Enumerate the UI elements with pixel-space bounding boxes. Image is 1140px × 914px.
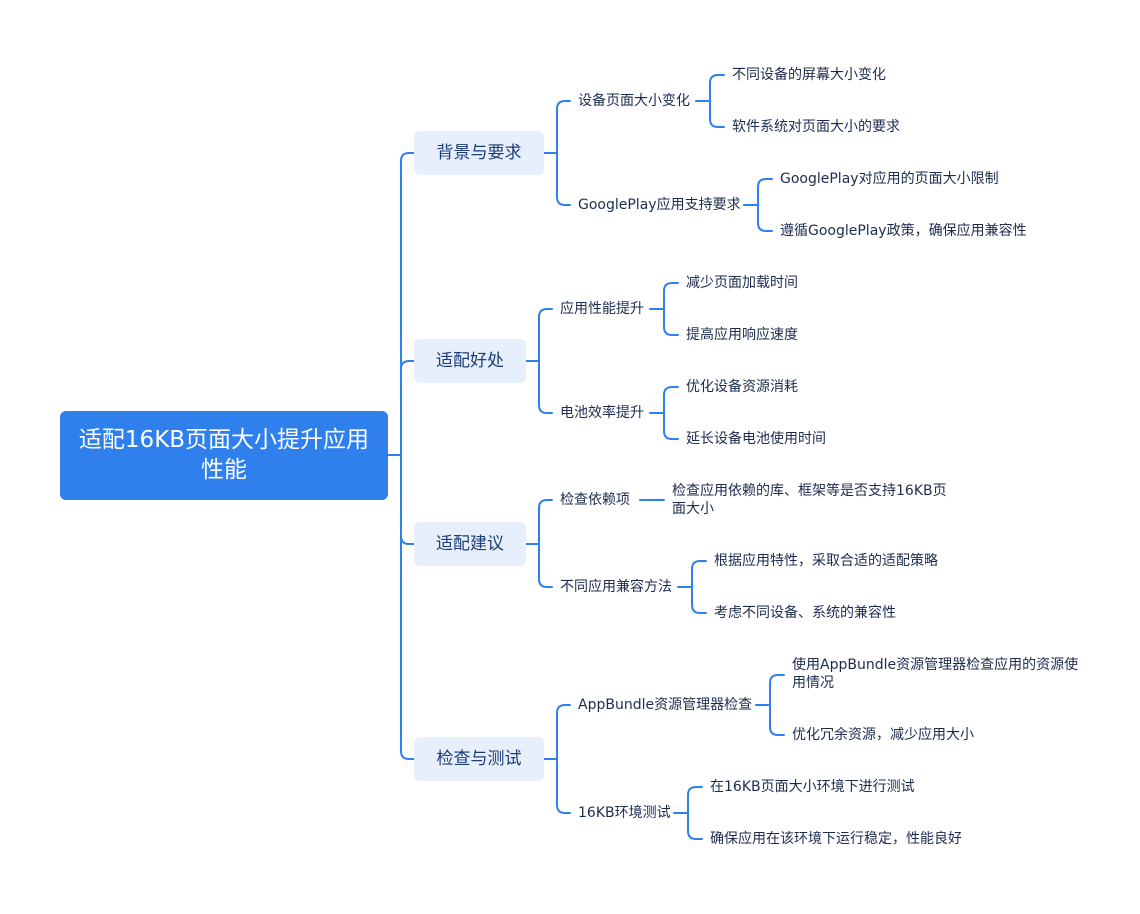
branch-benefits[interactable]: 适配好处	[414, 339, 526, 383]
topic1b-connector-edge-0	[757, 178, 773, 206]
branch-suggestions[interactable]: 适配建议	[414, 522, 526, 566]
leaf-screen-size[interactable]: 不同设备的屏幕大小变化	[732, 67, 886, 83]
leaf-adapt-strategy[interactable]: 根据应用特性，采取合适的适配策略	[714, 553, 938, 569]
leaf-device-compat[interactable]: 考虑不同设备、系统的兼容性	[714, 605, 896, 621]
leaf-system-page-size[interactable]: 软件系统对页面大小的要求	[732, 119, 900, 135]
leaf-16kb-env-test[interactable]: 在16KB页面大小环境下进行测试	[710, 779, 915, 795]
branch-background[interactable]: 背景与要求	[414, 131, 544, 175]
branch-testing[interactable]: 检查与测试	[414, 737, 544, 781]
leaf-stable-run[interactable]: 确保应用在该环境下运行稳定，性能良好	[710, 831, 962, 847]
topic1a-connector-edge-0	[709, 74, 725, 102]
topic4b-connector-edge-1	[687, 812, 703, 840]
leaf-appbundle-check[interactable]: 使用AppBundle资源管理器检查应用的资源使用情况	[792, 657, 1079, 691]
topic2a-connector-edge-1	[663, 308, 679, 336]
topic3b-connector-edge-1	[691, 586, 707, 614]
branch1-connector-edge-1	[556, 152, 571, 206]
topic-device-page-size[interactable]: 设备页面大小变化	[578, 93, 690, 109]
root-connector-edge-2	[400, 454, 415, 545]
leaf-load-time[interactable]: 减少页面加载时间	[686, 275, 798, 291]
branch3-connector-edge-1	[538, 543, 553, 588]
root-connector-edge-1	[400, 360, 415, 456]
topic-compat-methods[interactable]: 不同应用兼容方法	[560, 579, 672, 595]
branch2-connector-edge-1	[538, 360, 553, 414]
root-connector-edge-0	[400, 152, 415, 456]
topic4a-connector-edge-1	[769, 704, 785, 736]
root-connector-edge-3	[400, 454, 415, 760]
topic1a-connector-edge-1	[709, 100, 725, 128]
leaf-googleplay-policy[interactable]: 遵循GooglePlay政策，确保应用兼容性	[780, 223, 1027, 239]
leaf-battery-life[interactable]: 延长设备电池使用时间	[686, 431, 826, 447]
topic-appbundle[interactable]: AppBundle资源管理器检查	[578, 697, 753, 713]
root-topic[interactable]: 适配16KB页面大小提升应用性能	[60, 411, 388, 500]
topic1b-connector-edge-1	[757, 204, 773, 232]
topic2a-connector-edge-0	[663, 282, 679, 310]
topic-16kb-test[interactable]: 16KB环境测试	[578, 805, 671, 821]
branch3-connector-edge-0	[538, 499, 553, 545]
leaf-googleplay-limit[interactable]: GooglePlay对应用的页面大小限制	[780, 171, 999, 187]
leaf-response-speed[interactable]: 提高应用响应速度	[686, 327, 798, 343]
topic3b-connector-edge-0	[691, 560, 707, 588]
leaf-deps-support[interactable]: 检查应用依赖的库、框架等是否支持16KB页面大小	[672, 483, 947, 517]
branch2-connector-edge-0	[538, 308, 553, 362]
branch4-connector-edge-1	[556, 758, 571, 814]
topic2b-connector-edge-1	[663, 412, 679, 440]
topic-battery[interactable]: 电池效率提升	[560, 405, 644, 421]
branch4-connector-edge-0	[556, 704, 571, 760]
topic2b-connector-edge-0	[663, 386, 679, 414]
topic4a-connector-edge-0	[769, 674, 785, 706]
topic-check-deps[interactable]: 检查依赖项	[560, 492, 630, 508]
leaf-reduce-size[interactable]: 优化冗余资源，减少应用大小	[792, 727, 974, 743]
leaf-resource-usage[interactable]: 优化设备资源消耗	[686, 379, 798, 395]
topic-googleplay-requirement[interactable]: GooglePlay应用支持要求	[578, 197, 741, 213]
topic4b-connector-edge-0	[687, 786, 703, 814]
topic-performance[interactable]: 应用性能提升	[560, 301, 644, 317]
branch1-connector-edge-0	[556, 100, 571, 154]
